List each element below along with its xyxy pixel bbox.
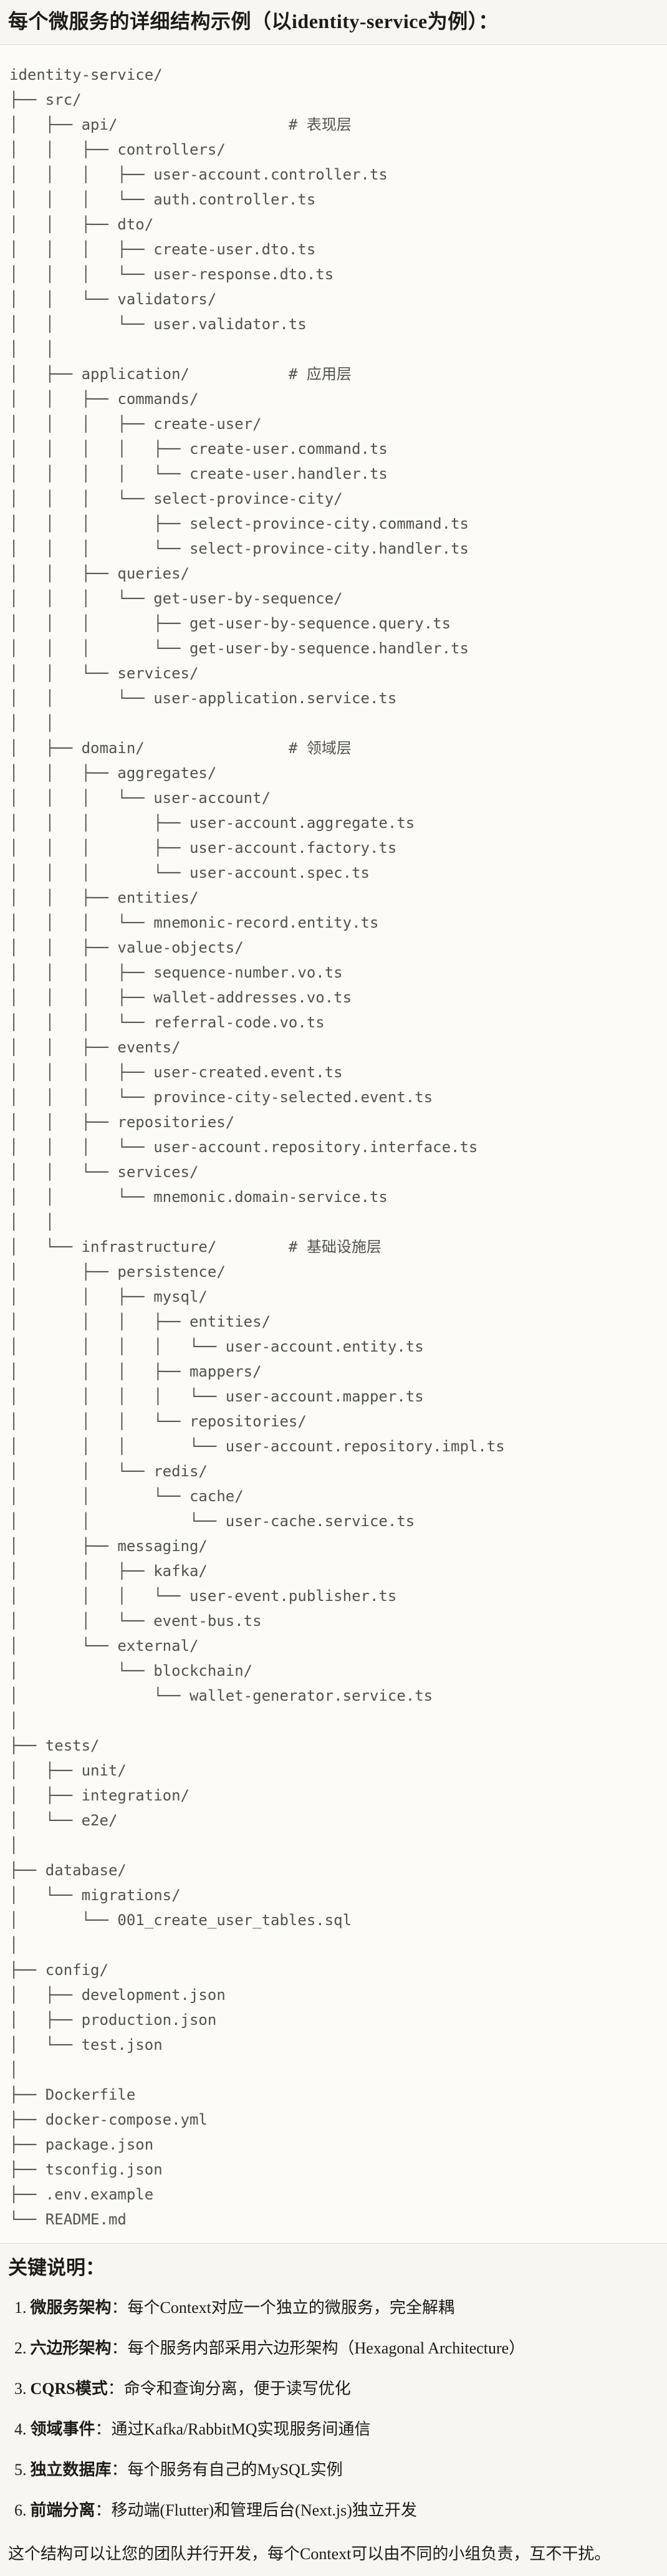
note-colon: ： (111, 2339, 128, 2357)
notes-heading: 关键说明： (8, 2257, 105, 2279)
note-number: 6. (14, 2501, 27, 2519)
note-colon: ： (111, 2461, 128, 2479)
note-term: 微服务架构 (30, 2299, 112, 2317)
note-number: 2. (14, 2339, 27, 2357)
note-number: 3. (14, 2380, 27, 2398)
note-desc: 通过Kafka/RabbitMQ实现服务间通信 (111, 2420, 371, 2438)
note-term: CQRS模式 (30, 2380, 108, 2398)
note-term: 六边形架构 (30, 2339, 112, 2357)
note-colon: ： (107, 2380, 124, 2398)
closing-paragraph: 这个结构可以让您的团队并行开发，每个Context可以由不同的小组负责，互不干扰… (8, 2545, 611, 2563)
note-number: 4. (14, 2420, 27, 2438)
note-colon: ： (95, 2420, 112, 2438)
note-number: 5. (14, 2461, 27, 2479)
note-item: 3.CQRS模式：命令和查询分离，便于读写优化 (8, 2376, 659, 2402)
page-title: 每个微服务的详细结构示例（以identity-service为例）： (8, 10, 499, 32)
note-desc: 移动端(Flutter)和管理后台(Next.js)独立开发 (111, 2501, 417, 2519)
note-desc: 命令和查询分离，便于读写优化 (123, 2380, 351, 2398)
code-block: identity-service/ ├── src/ │ ├── api/ # … (0, 44, 667, 2244)
note-item: 6.前端分离：移动端(Flutter)和管理后台(Next.js)独立开发 (8, 2497, 659, 2524)
note-item: 4.领域事件：通过Kafka/RabbitMQ实现服务间通信 (8, 2416, 659, 2443)
document-page: 每个微服务的详细结构示例（以identity-service为例）： ident… (0, 7, 667, 2576)
note-term: 独立数据库 (30, 2461, 112, 2479)
note-desc: 每个Context对应一个独立的微服务，完全解耦 (127, 2299, 454, 2317)
note-desc: 每个服务内部采用六边形架构（Hexagonal Architecture） (127, 2339, 525, 2357)
note-colon: ： (95, 2501, 112, 2519)
note-term: 前端分离 (30, 2501, 95, 2519)
note-colon: ： (111, 2299, 128, 2317)
note-item: 1.微服务架构：每个Context对应一个独立的微服务，完全解耦 (8, 2295, 659, 2321)
note-number: 1. (14, 2299, 27, 2317)
note-item: 2.六边形架构：每个服务内部采用六边形架构（Hexagonal Architec… (8, 2335, 659, 2362)
note-term: 领域事件 (30, 2420, 95, 2438)
directory-tree: identity-service/ ├── src/ │ ├── api/ # … (9, 66, 505, 2228)
note-item: 5.独立数据库：每个服务有自己的MySQL实例 (8, 2457, 659, 2483)
note-desc: 每个服务有自己的MySQL实例 (127, 2461, 343, 2479)
